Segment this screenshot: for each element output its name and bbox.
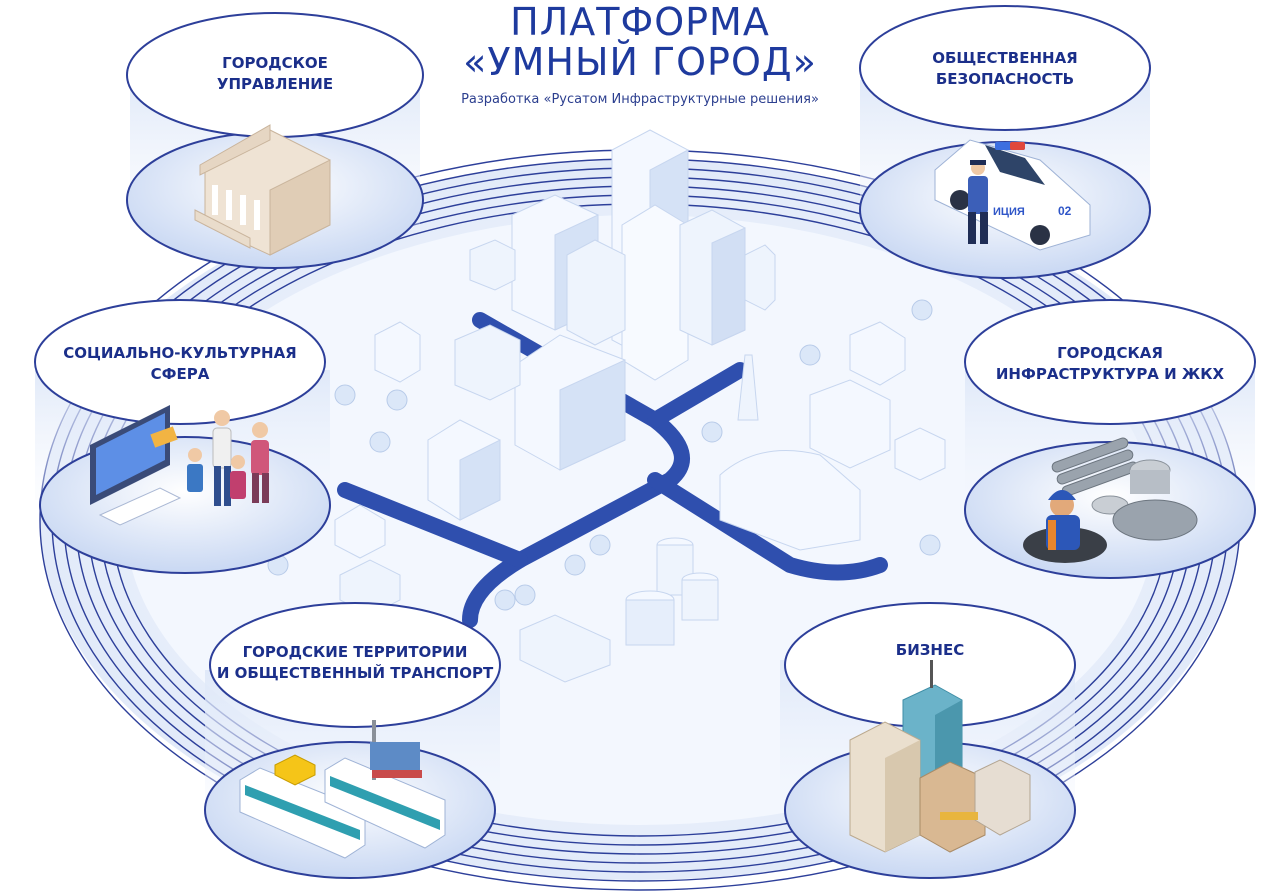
label-line2: ИНФРАСТРУКТУРА И ЖКХ — [995, 365, 1225, 383]
sector-label-territories-transport: ГОРОДСКИЕ ТЕРРИТОРИИ И ОБЩЕСТВЕННЫЙ ТРАН… — [215, 642, 495, 684]
sector-city-management — [126, 12, 424, 269]
sector-public-safety: 02 ИЦИЯ — [859, 5, 1151, 279]
label-line1: ГОРОДСКОЕ — [222, 54, 328, 72]
sector-business — [784, 602, 1076, 879]
public-transport-icon — [239, 720, 446, 859]
city-buildings — [334, 129, 946, 683]
government-building-icon — [194, 124, 331, 256]
sector-infrastructure — [964, 299, 1256, 579]
label-line2: СФЕРА — [150, 365, 210, 383]
label-bubble — [34, 299, 326, 425]
sector-label-public-safety: ОБЩЕСТВЕННАЯ БЕЗОПАСНОСТЬ — [875, 48, 1135, 90]
label-line1: БИЗНЕС — [895, 641, 965, 659]
label-line2: БЕЗОПАСНОСТЬ — [935, 70, 1075, 88]
roads — [337, 312, 888, 628]
label-line2: И ОБЩЕСТВЕННЫЙ ТРАНСПОРТ — [216, 664, 494, 682]
car-badge-number: 02 — [1058, 204, 1072, 218]
label-line1: ГОРОДСКИЕ ТЕРРИТОРИИ — [242, 643, 468, 661]
page-subtitle: Разработка «Русатом Инфраструктурные реш… — [461, 92, 819, 107]
sector-label-social-cultural: СОЦИАЛЬНО-КУЛЬТУРНАЯ СФЕРА — [45, 343, 315, 385]
label-line2: УПРАВЛЕНИЕ — [216, 75, 334, 93]
page-title: ПЛАТФОРМА — [510, 0, 770, 44]
sector-territories-transport — [204, 602, 501, 879]
page-title-line2: «УМНЫЙ ГОРОД» — [463, 40, 817, 84]
sector-label-city-management: ГОРОДСКОЕ УПРАВЛЕНИЕ — [145, 53, 405, 95]
police-officer-icon — [968, 160, 988, 244]
computer-monitor-icon — [90, 405, 182, 526]
sector-label-business: БИЗНЕС — [800, 640, 1060, 661]
sector-social-cultural — [34, 299, 331, 574]
sector-label-infrastructure: ГОРОДСКАЯ ИНФРАСТРУКТУРА И ЖКХ — [975, 343, 1245, 385]
label-bubble — [964, 299, 1256, 425]
car-side-text: ИЦИЯ — [993, 206, 1025, 218]
label-bubble — [859, 5, 1151, 131]
label-line1: ОБЩЕСТВЕННАЯ — [932, 49, 1078, 67]
office-buildings-icon — [849, 660, 1031, 853]
label-line1: СОЦИАЛЬНО-КУЛЬТУРНАЯ — [63, 344, 297, 362]
label-bubble — [209, 602, 501, 728]
utility-worker-icon — [1023, 437, 1198, 563]
family-icon — [187, 410, 269, 506]
label-line1: ГОРОДСКАЯ — [1057, 344, 1163, 362]
